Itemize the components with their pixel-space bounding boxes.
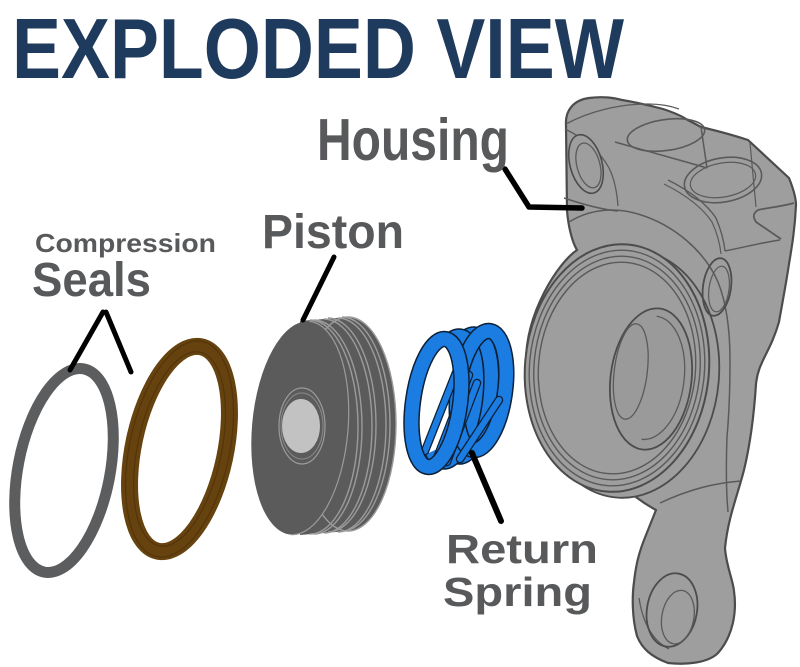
svg-text:Spring: Spring xyxy=(443,569,592,615)
svg-text:Piston: Piston xyxy=(262,206,404,259)
svg-text:Housing: Housing xyxy=(317,107,509,173)
svg-text:Return: Return xyxy=(446,526,598,572)
svg-text:EXPLODED VIEW: EXPLODED VIEW xyxy=(12,2,625,97)
svg-text:Compression: Compression xyxy=(35,228,216,258)
svg-text:Seals: Seals xyxy=(32,254,151,307)
